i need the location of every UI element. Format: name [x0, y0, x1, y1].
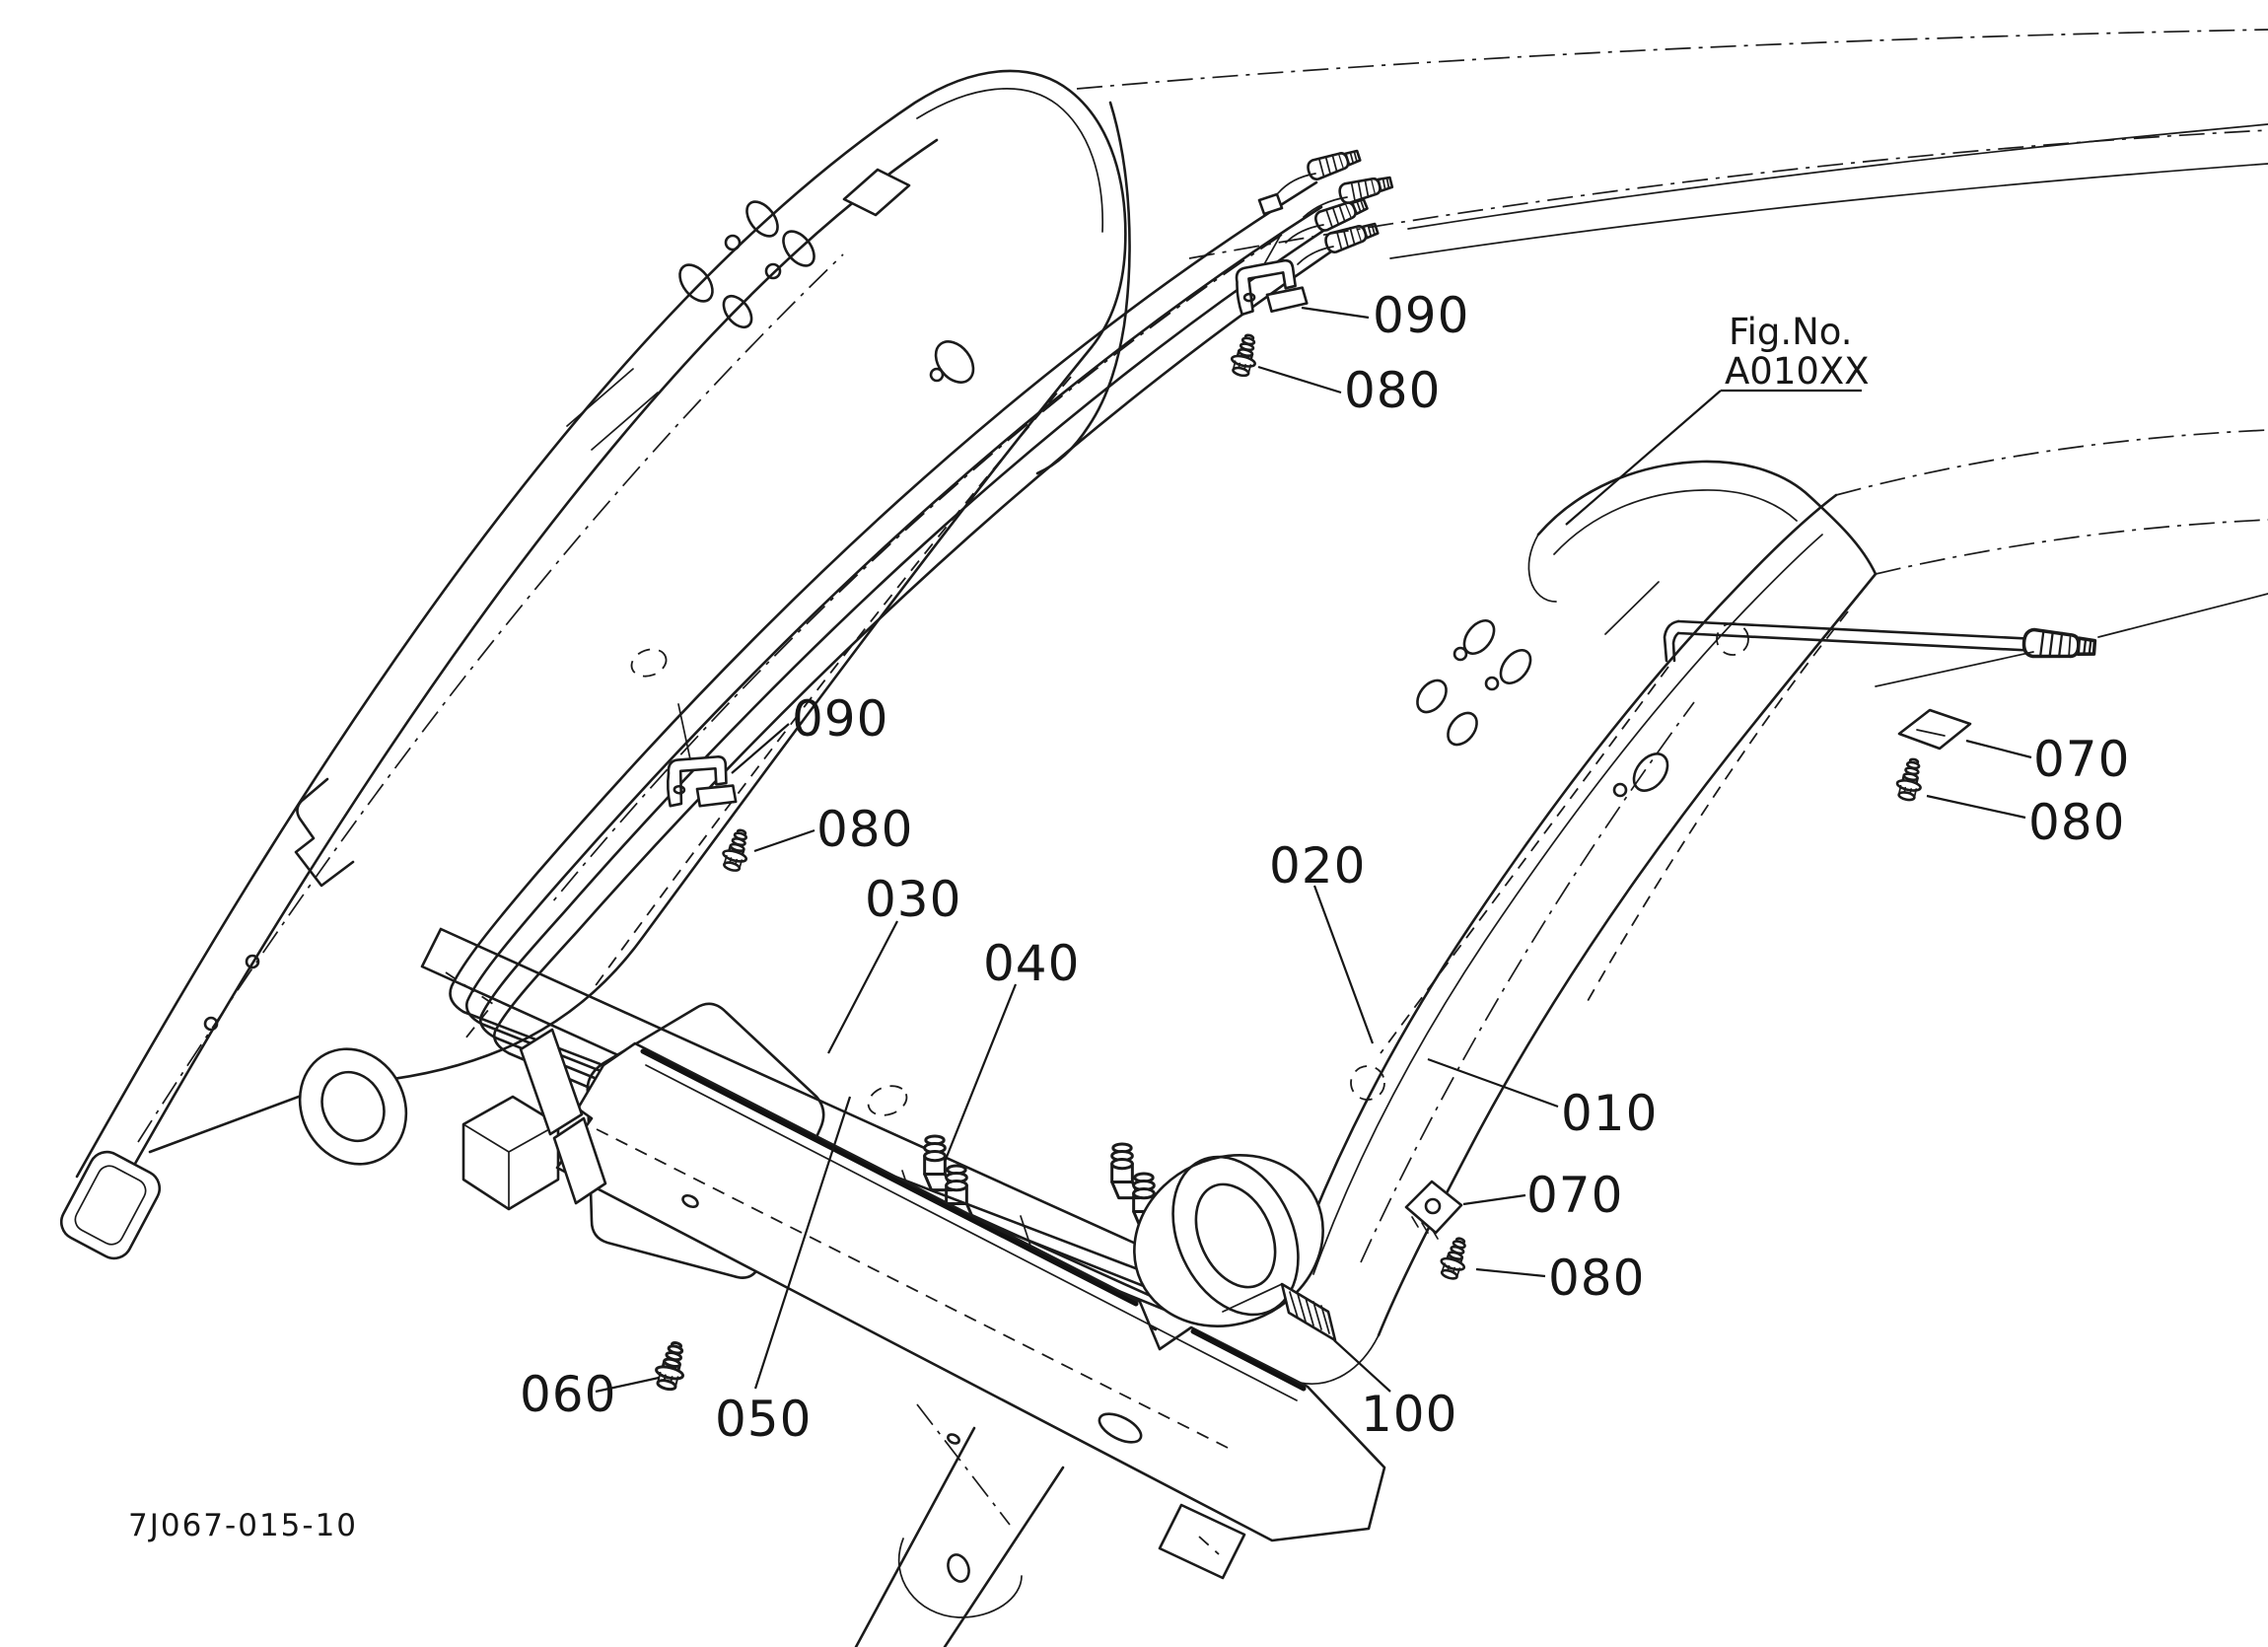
callout-leader-090	[731, 723, 790, 774]
callout-leader-050	[753, 1096, 852, 1390]
pivot-ring	[298, 1047, 408, 1166]
clamp-090-mid	[665, 703, 741, 813]
plate-070-mid	[1404, 1180, 1463, 1240]
callout-010[interactable]: 010	[1561, 1085, 1658, 1142]
callout-leader-090	[1301, 306, 1370, 320]
bolt-060	[651, 1337, 692, 1394]
callout-leader-040	[943, 983, 1018, 1163]
callout-leader-080	[1475, 1267, 1546, 1278]
right-arm-mount-holes	[1416, 619, 1669, 798]
callout-leader-070	[1462, 1193, 1526, 1206]
callout-leader-080	[1926, 794, 2026, 820]
spacer-block	[461, 1095, 560, 1211]
plate-notch	[842, 168, 911, 217]
callout-leader-100	[1333, 1339, 1391, 1393]
callout-leader-010	[1427, 1057, 1559, 1109]
callout-050[interactable]: 050	[715, 1391, 812, 1448]
figure-reference-leader	[1565, 389, 1862, 526]
callout-020[interactable]: 020	[1269, 837, 1366, 895]
right-boom-arm	[1133, 429, 2268, 1385]
callout-100[interactable]: 100	[1361, 1386, 1457, 1443]
figure-reference: Fig.No. A010XX	[1565, 311, 1870, 526]
left-arm-mount-holes	[678, 200, 975, 384]
plate-tab	[1158, 1503, 1246, 1580]
hose-fittings	[1257, 144, 1395, 265]
callout-leader-030	[827, 920, 898, 1054]
bolt-080-right	[1892, 755, 1928, 804]
callout-030[interactable]: 030	[865, 871, 961, 928]
plate-070-right	[1897, 708, 1972, 751]
callout-070[interactable]: 070	[2033, 731, 2130, 788]
frame-tube	[854, 1403, 1065, 1647]
guard-plate-050	[519, 1028, 1386, 1580]
callout-leader-060	[595, 1376, 660, 1394]
bolt-080-mid	[718, 825, 755, 875]
callout-070[interactable]: 070	[1526, 1167, 1623, 1224]
bolt-080-mid2	[1436, 1234, 1474, 1283]
hook-bracket	[294, 777, 355, 888]
callout-layer: 090 080 090 080 030 040 020 010 070 080 070 080 060 0…	[520, 287, 2130, 1448]
drawing-number: 7J067-015-10	[128, 1508, 358, 1543]
figure-reference-code[interactable]: A010XX	[1725, 350, 1870, 393]
callout-leader-080	[753, 828, 815, 853]
hydraulic-pipes	[445, 144, 1395, 1331]
callout-090[interactable]: 090	[1373, 287, 1469, 344]
callout-080[interactable]: 080	[1344, 362, 1441, 419]
callout-060[interactable]: 060	[520, 1366, 616, 1423]
callout-leader-070	[1965, 739, 2032, 759]
reference-lines	[1076, 29, 2268, 259]
callout-090[interactable]: 090	[792, 690, 888, 748]
callout-040[interactable]: 040	[983, 935, 1080, 992]
callout-080[interactable]: 080	[2028, 794, 2125, 851]
figure-reference-label: Fig.No.	[1729, 311, 1853, 353]
callout-leader-080	[1257, 365, 1342, 394]
callout-080[interactable]: 080	[816, 801, 913, 858]
tube-end	[59, 1150, 162, 1260]
pipe-020	[1350, 593, 2268, 1101]
bolt-080-top	[1227, 330, 1263, 380]
callout-leader-020	[1312, 885, 1375, 1044]
callout-080[interactable]: 080	[1548, 1250, 1645, 1307]
pivot-boss	[1133, 1154, 1380, 1385]
clamp-090-top	[1235, 232, 1309, 317]
